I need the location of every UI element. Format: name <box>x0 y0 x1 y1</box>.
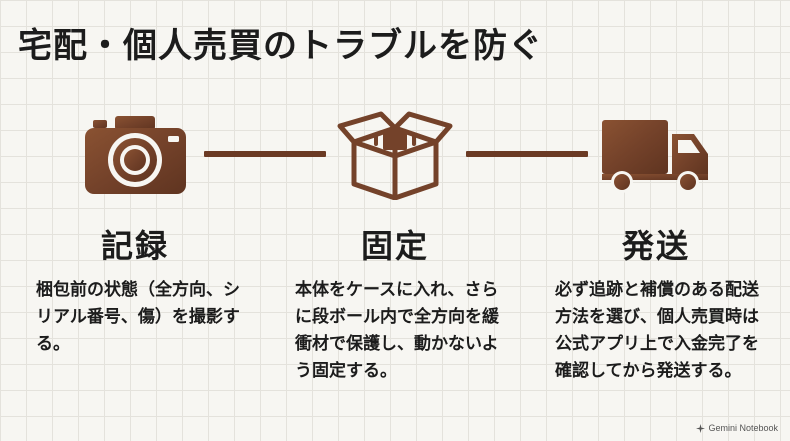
sparkle-icon <box>696 423 706 433</box>
box-icon <box>337 111 453 200</box>
truck-icon <box>602 120 708 193</box>
step-desc-record: 梱包前の状態（全方向、シリアル番号、傷）を撮影する。 <box>36 280 240 354</box>
step-desc-fix: 本体をケースに入れ、さらに段ボール内で全方向を緩衝材で保護し、動かないよう固定す… <box>295 280 499 381</box>
step-title-fix: 固定 <box>360 227 429 265</box>
footer-label: Gemini Notebook <box>708 423 778 433</box>
step-title-record: 記録 <box>100 227 169 265</box>
connector-line-1 <box>204 151 326 157</box>
step-title-ship: 発送 <box>621 227 690 265</box>
camera-icon <box>85 116 186 194</box>
connector-line-2 <box>466 151 588 157</box>
footer-brand: Gemini Notebook <box>696 423 778 433</box>
page-title: 宅配・個人売買のトラブルを防ぐ <box>18 26 543 66</box>
step-desc-ship: 必ず追跡と補償のある配送方法を選び、個人売買時は公式アプリ上で入金完了を確認して… <box>555 280 759 381</box>
